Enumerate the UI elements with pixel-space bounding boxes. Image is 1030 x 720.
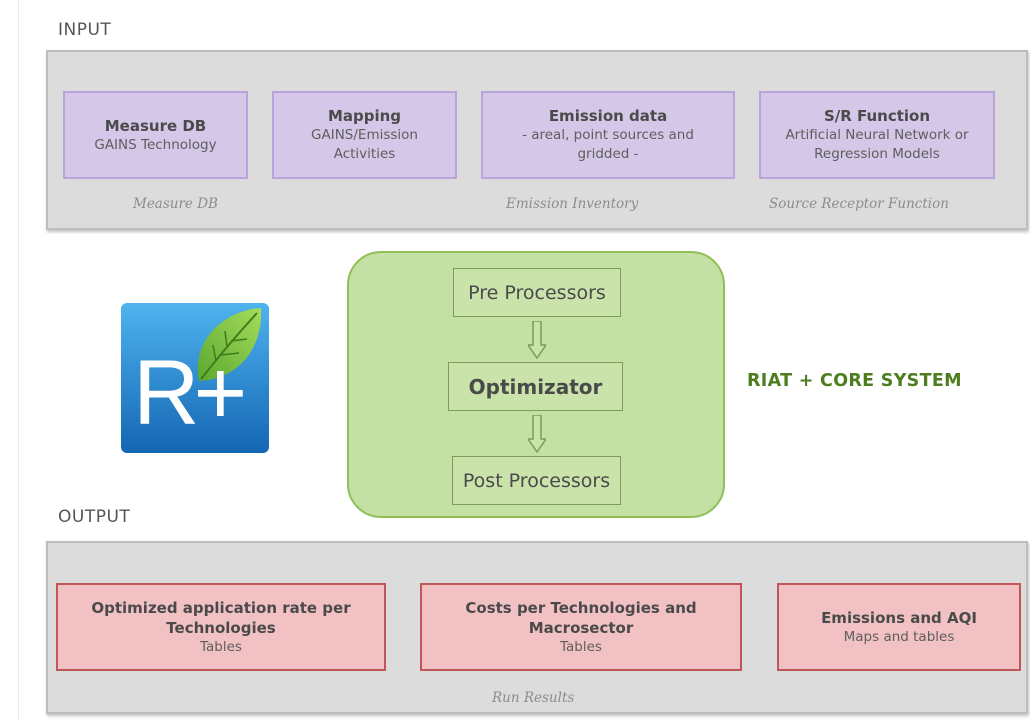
pre-processors-box: Pre Processors (453, 268, 621, 317)
box-title: Mapping (327, 107, 402, 125)
box-subtitle: Tables (560, 638, 602, 655)
box-subtitle: GAINS/Emission Activities (311, 127, 418, 162)
logo-text: R+ (133, 342, 247, 444)
measure-db-caption: Measure DB (133, 196, 218, 212)
box-subtitle: Maps and tables (843, 628, 955, 645)
optimizator-box: Optimizator (448, 362, 623, 411)
mapping-box: Mapping GAINS/Emission Activities (272, 91, 457, 179)
post-processors-box: Post Processors (452, 456, 621, 505)
emission-data-box: Emission data - areal, point sources and… (481, 91, 735, 179)
box-subtitle: Artificial Neural Network or Regression … (785, 127, 969, 162)
box-title: Costs per Technologies and Macrosector (465, 598, 697, 637)
source-receptor-caption: Source Receptor Function (769, 196, 949, 212)
emission-inventory-caption: Emission Inventory (506, 196, 639, 212)
costs-box: Costs per Technologies and Macrosector T… (420, 583, 742, 671)
measure-db-box: Measure DB GAINS Technology (63, 91, 248, 179)
down-arrow-icon (528, 415, 546, 453)
box-title: Optimized application rate per Technolog… (91, 598, 351, 637)
box-subtitle: GAINS Technology (94, 136, 217, 153)
box-subtitle: - areal, point sources and gridded - (522, 127, 694, 162)
core-system-label: RIAT + CORE SYSTEM (747, 371, 962, 391)
box-title: Emission data (548, 107, 668, 125)
down-arrow-icon (528, 321, 546, 359)
sr-function-box: S/R Function Artificial Neural Network o… (759, 91, 995, 179)
leaf-icon (197, 308, 262, 381)
optimized-rate-box: Optimized application rate per Technolog… (56, 583, 386, 671)
box-title: Emissions and AQI (821, 608, 977, 627)
emissions-aqi-box: Emissions and AQI Maps and tables (777, 583, 1021, 671)
box-title: Measure DB (104, 116, 207, 135)
output-section-label: OUTPUT (58, 507, 131, 527)
left-divider-line (18, 0, 19, 720)
box-subtitle: Tables (200, 638, 242, 655)
riat-logo: R+ (121, 303, 269, 453)
run-results-caption: Run Results (492, 690, 575, 706)
input-section-label: INPUT (58, 20, 112, 40)
box-title: S/R Function (823, 107, 931, 125)
